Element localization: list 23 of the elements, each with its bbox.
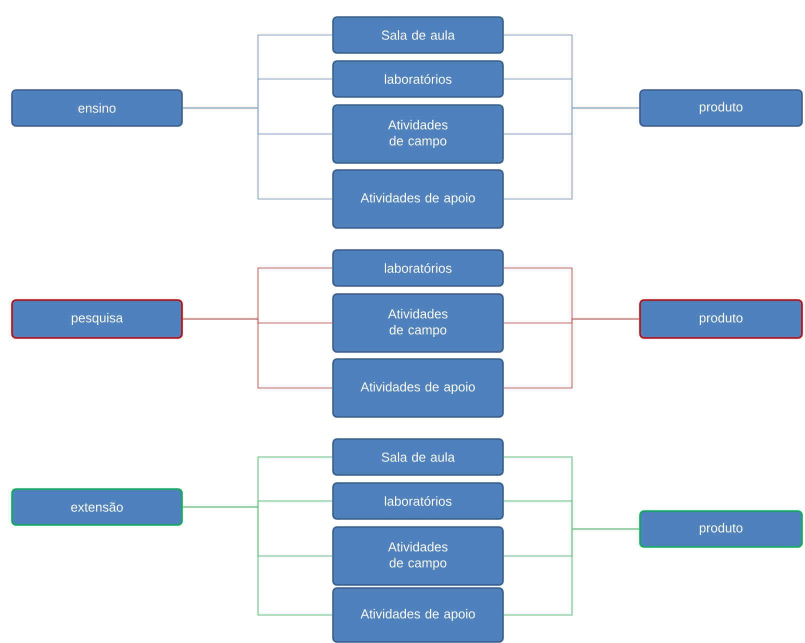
connector-line bbox=[182, 318, 333, 388]
connector-line bbox=[503, 528, 640, 616]
connector-line bbox=[503, 318, 640, 388]
rounded-box: produto bbox=[639, 299, 803, 339]
rounded-box: Sala de aula bbox=[332, 16, 504, 54]
rounded-box: laboratórios bbox=[332, 482, 504, 520]
rounded-box: Atividades de apoio bbox=[332, 587, 504, 643]
rounded-box: Sala de aula bbox=[332, 438, 504, 476]
rounded-box: Atividades de apoio bbox=[332, 169, 504, 229]
rounded-box: Atividades de campo bbox=[332, 526, 504, 586]
rounded-box: laboratórios bbox=[332, 249, 504, 287]
rounded-box: Atividades de campo bbox=[332, 104, 504, 164]
rounded-box: laboratórios bbox=[332, 60, 504, 98]
rounded-box: produto bbox=[639, 510, 803, 548]
connector-line bbox=[182, 108, 333, 200]
connector-line bbox=[503, 108, 640, 200]
rounded-box: pesquisa bbox=[11, 299, 183, 339]
rounded-box: extensão bbox=[11, 488, 183, 526]
rounded-box: Atividades de apoio bbox=[332, 358, 504, 418]
rounded-box: ensino bbox=[11, 89, 183, 127]
rounded-box: Atividades de campo bbox=[332, 293, 504, 353]
rounded-box: produto bbox=[639, 89, 803, 127]
connector-line bbox=[182, 506, 333, 616]
